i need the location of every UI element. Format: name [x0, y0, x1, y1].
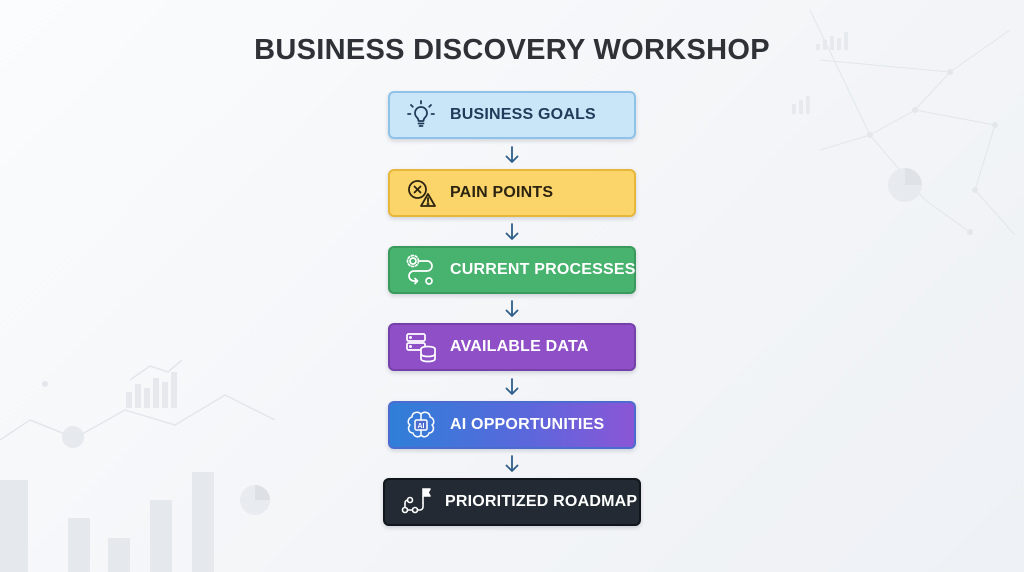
step-business-goals: BUSINESS GOALS — [388, 91, 636, 139]
step-available-data: AVAILABLE DATA — [388, 323, 636, 371]
step-label: AI OPPORTUNITIES — [450, 416, 605, 433]
step-ai-opportunities: AI AI OPPORTUNITIES — [388, 401, 636, 449]
step-label: BUSINESS GOALS — [450, 106, 596, 123]
flow-arrow — [505, 378, 519, 395]
step-label: PRIORITIZED ROADMAP — [445, 493, 638, 510]
step-current-processes: CURRENT PROCESSES — [388, 246, 636, 294]
process-flow-icon — [404, 253, 438, 287]
lightbulb-icon — [404, 98, 438, 132]
roadmap-flag-icon — [399, 485, 433, 519]
page-title: BUSINESS DISCOVERY WORKSHOP — [254, 34, 770, 66]
database-icon — [404, 330, 438, 364]
step-prioritized-roadmap: PRIORITIZED ROADMAP — [383, 478, 641, 526]
flow-arrow — [505, 300, 519, 317]
step-label: AVAILABLE DATA — [450, 338, 589, 355]
flow-arrow — [505, 223, 519, 240]
ai-brain-icon: AI — [404, 408, 438, 442]
step-label: PAIN POINTS — [450, 184, 554, 201]
flow-arrow — [505, 146, 519, 163]
step-label: CURRENT PROCESSES — [450, 261, 636, 278]
svg-text:AI: AI — [418, 423, 425, 430]
flow-arrow — [505, 455, 519, 472]
step-pain-points: PAIN POINTS — [388, 169, 636, 217]
pain-points-icon — [404, 176, 438, 210]
